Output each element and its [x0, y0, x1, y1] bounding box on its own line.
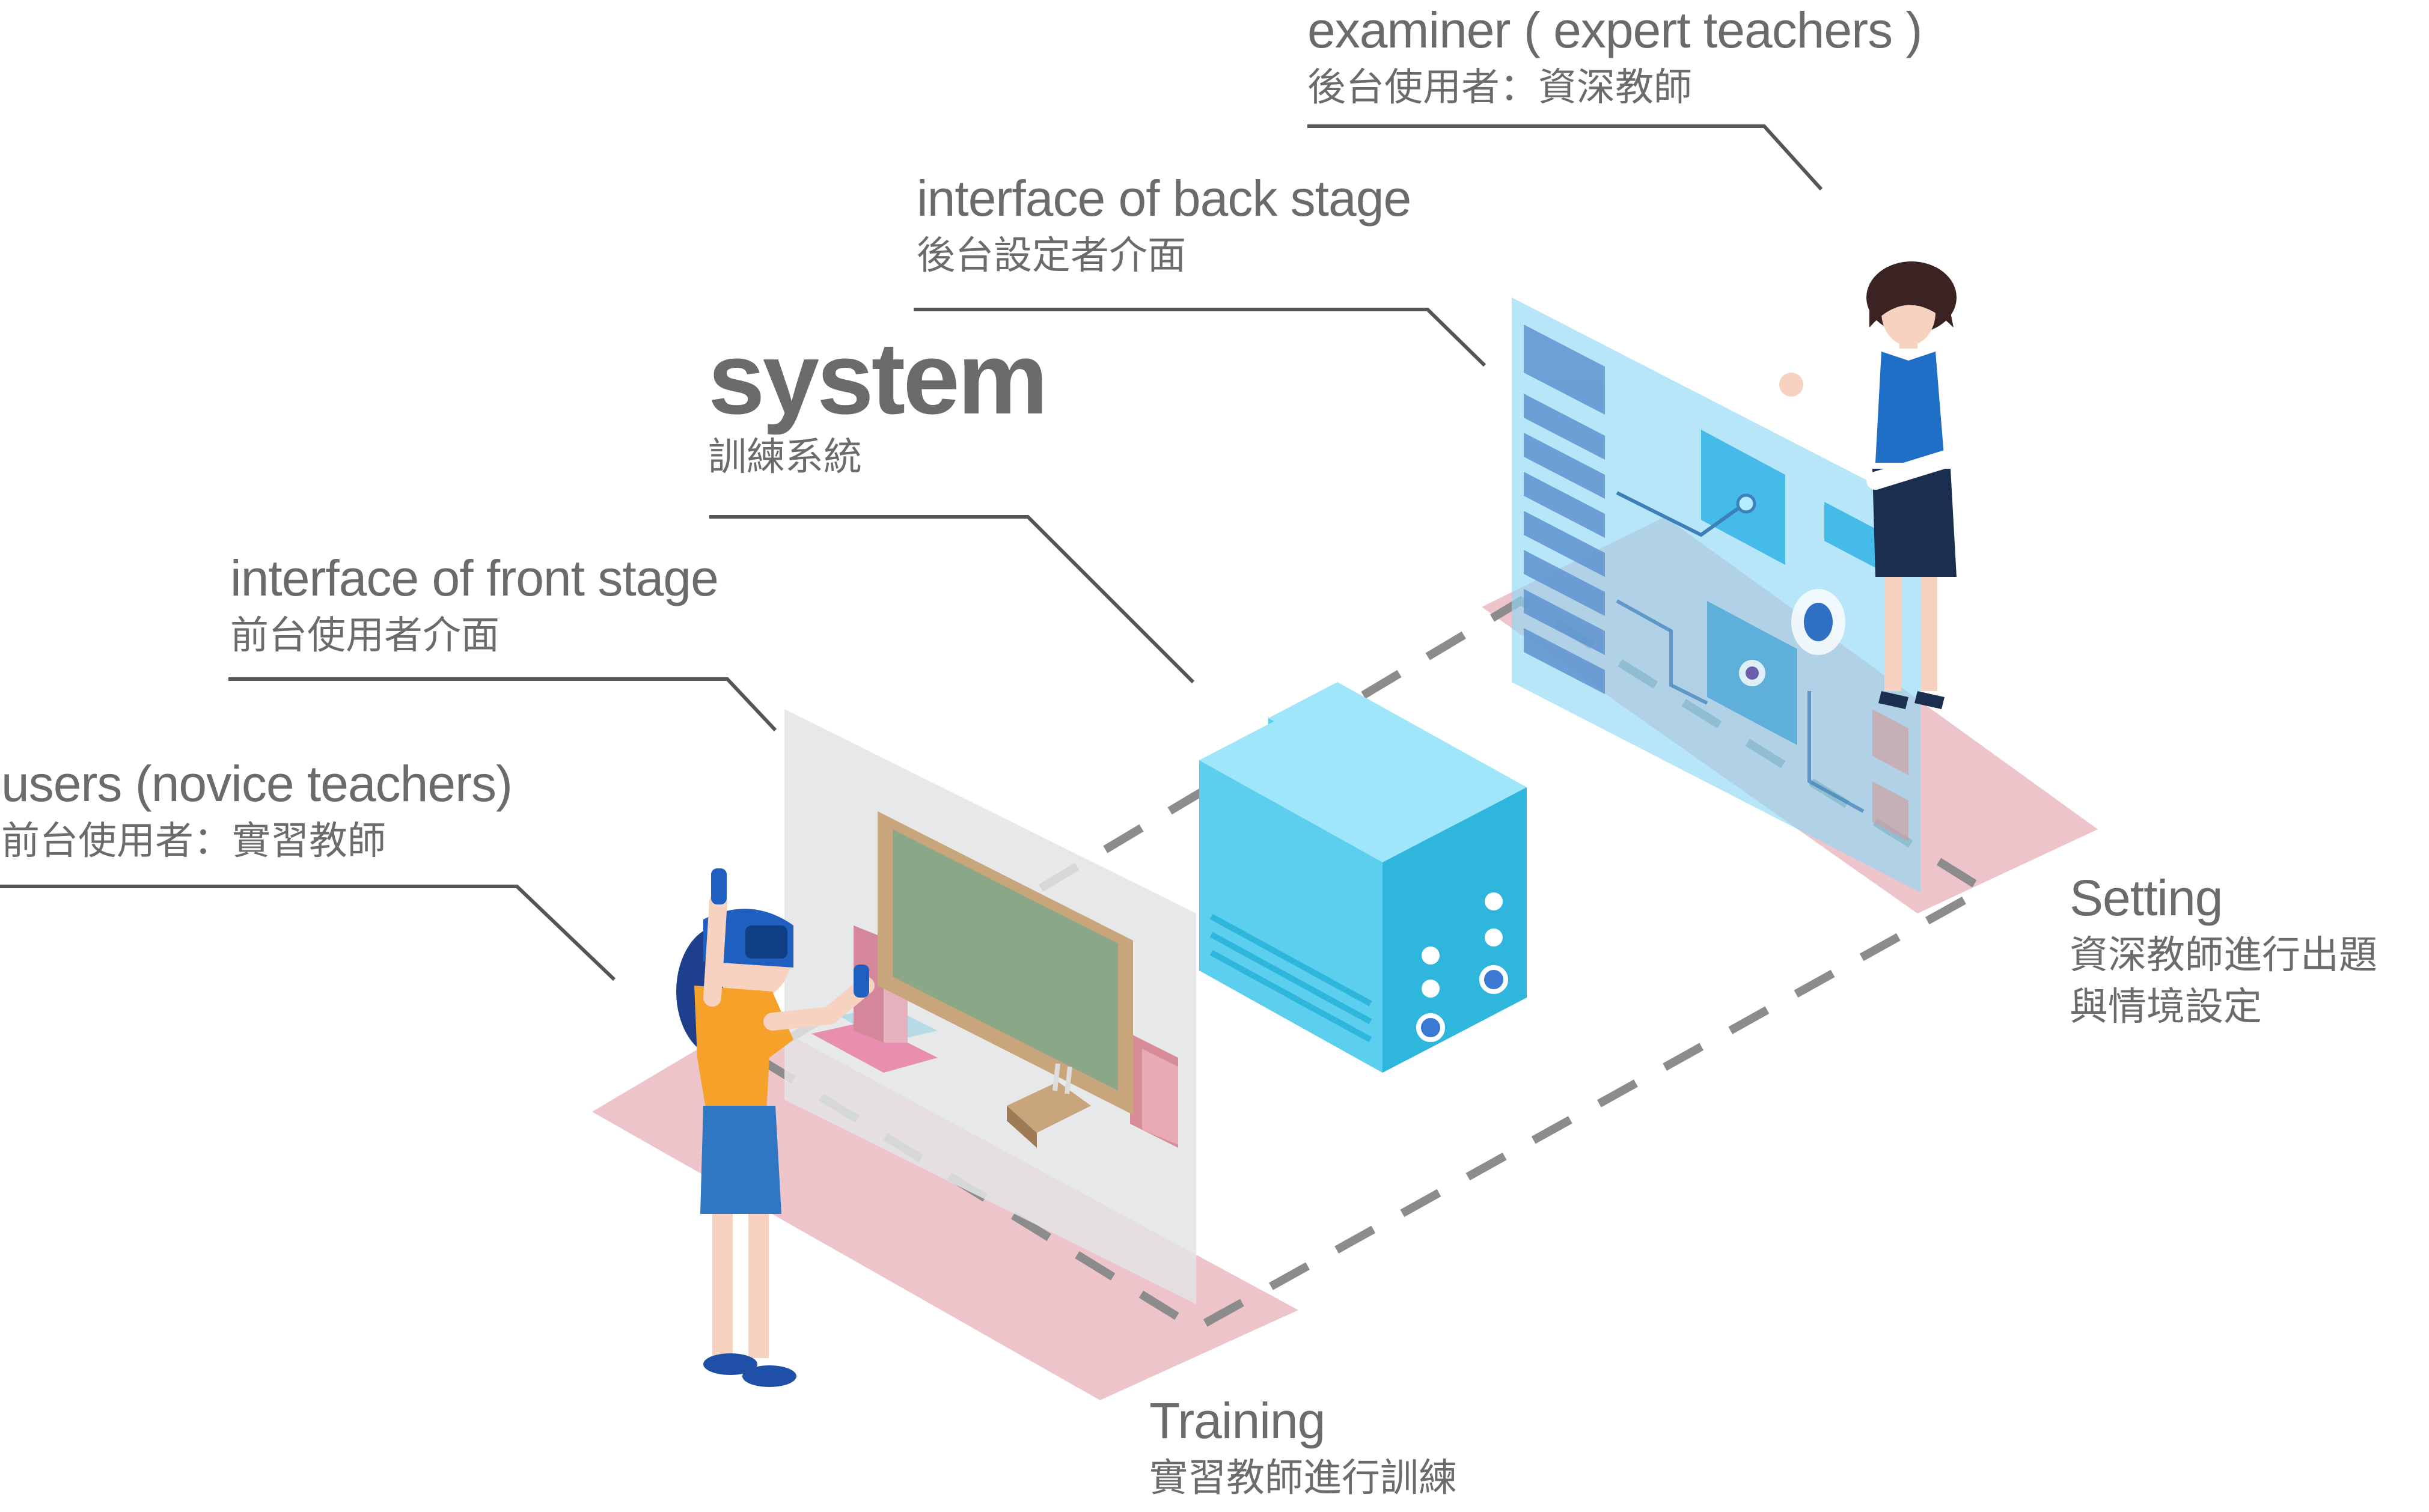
back-stage-label: interface of back stage 後台設定者介面 — [917, 173, 1411, 275]
chalkboard-icon — [878, 811, 1133, 1148]
setting-subtitle-line2: 與情境設定 — [2070, 985, 2262, 1029]
setting-label: Setting 資深教師進行出題 與情境設定 — [2070, 873, 2377, 1026]
training-label: Training 實習教師進行訓練 — [1149, 1395, 1457, 1498]
back-stage-panel — [1512, 297, 1920, 892]
examiner-subtitle: 後台使用者：資深教師 — [1307, 66, 1692, 110]
front-stage-title: interface of front stage — [230, 550, 719, 606]
system-label: system 訓練系統 — [708, 322, 1048, 480]
back-stage-leader — [914, 308, 1486, 367]
setting-subtitle-line1: 資深教師進行出題 — [2070, 933, 2377, 978]
system-leader — [709, 515, 1195, 684]
examiner-leader — [1307, 124, 1823, 191]
users-label: users (novice teachers) 前台使用者：實習教師 — [1, 755, 513, 864]
system-subtitle: 訓練系統 — [708, 435, 862, 480]
back-stage-title: interface of back stage — [917, 170, 1411, 227]
examiner-title: examiner ( expert teachers ) — [1307, 2, 1922, 58]
expert-teacher-figure — [1779, 261, 1963, 709]
novice-teacher-vr-figure — [676, 868, 875, 1387]
front-stage-label: interface of front stage 前台使用者介面 — [230, 550, 719, 658]
system-title: system — [708, 322, 1048, 436]
users-title: users (novice teachers) — [1, 755, 513, 812]
front-stage-subtitle: 前台使用者介面 — [230, 614, 500, 658]
training-title: Training — [1149, 1392, 1325, 1449]
server-tower-icon — [1199, 682, 1527, 1073]
setting-title: Setting — [2070, 870, 2223, 926]
back-stage-subtitle: 後台設定者介面 — [917, 234, 1186, 278]
users-subtitle: 前台使用者：實習教師 — [1, 819, 386, 864]
examiner-label: examiner ( expert teachers ) 後台使用者：資深教師 — [1307, 5, 1922, 107]
front-stage-leader — [228, 677, 777, 732]
training-subtitle: 實習教師進行訓練 — [1149, 1456, 1457, 1501]
users-leader — [0, 885, 616, 981]
leader-lines — [0, 124, 1823, 981]
